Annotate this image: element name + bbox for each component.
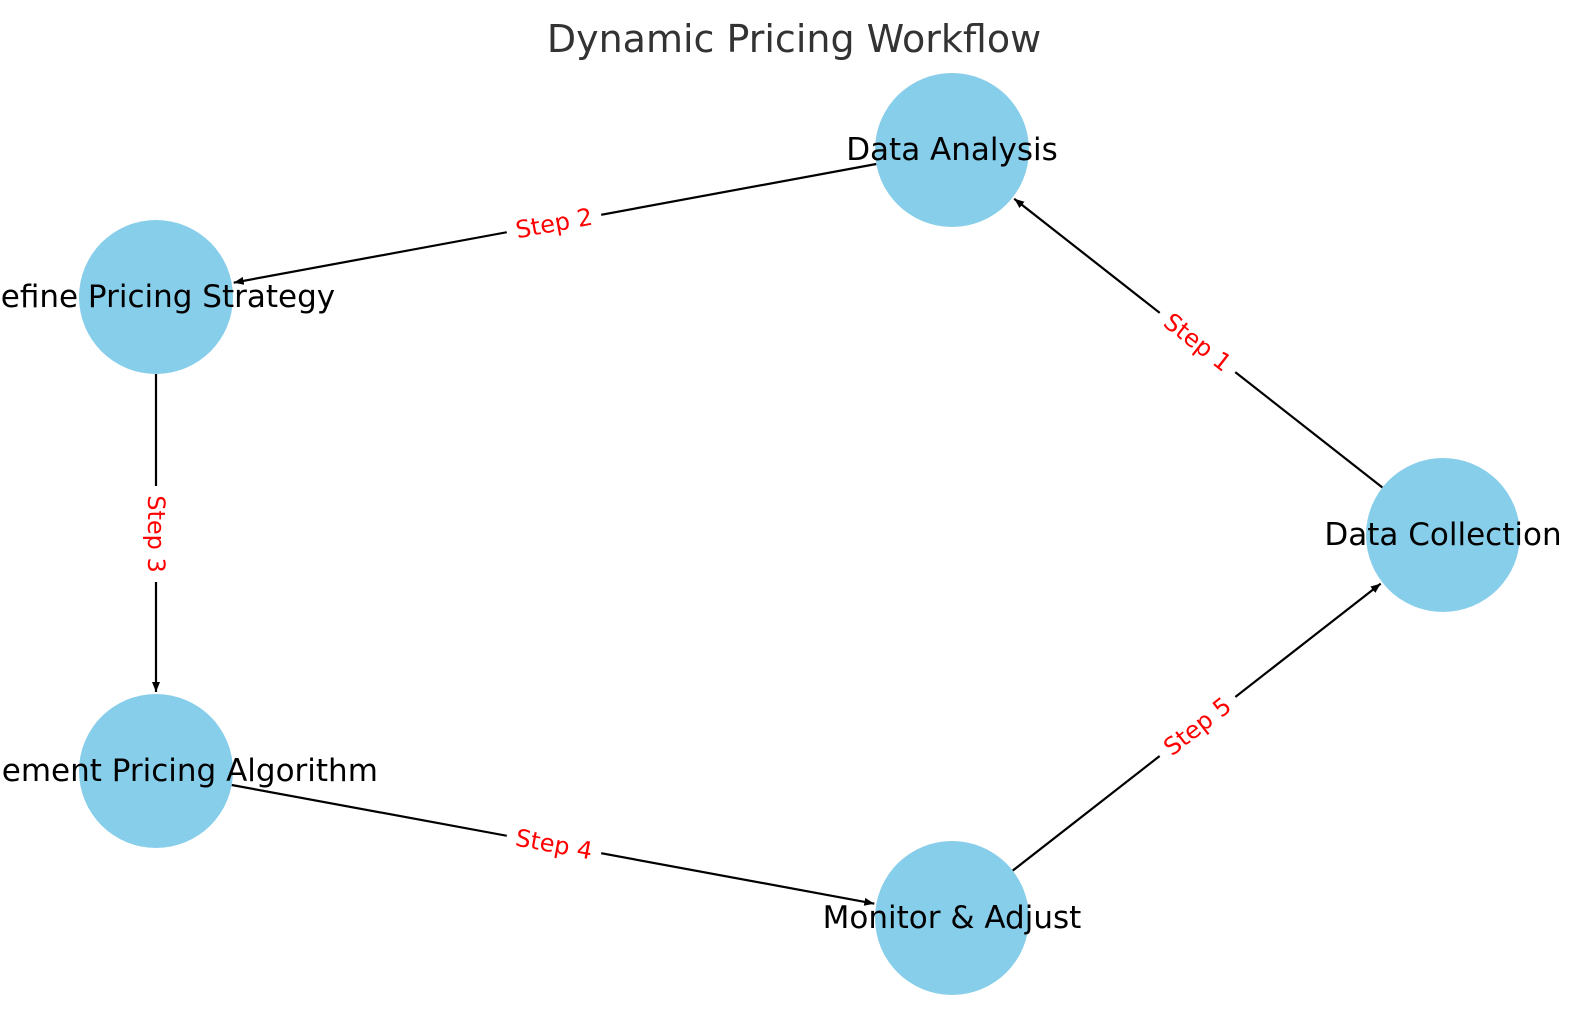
edge-label-background [139,486,173,582]
edge-label-3: Step 3 [142,495,170,573]
node-label: Data Analysis [846,132,1058,168]
node-circle [79,220,233,374]
node-data-collection: Data Collection [1324,458,1562,612]
edge-label-background [503,198,605,249]
node-monitor-adjust: Monitor & Adjust [823,841,1082,995]
edge-label-background [503,819,605,870]
node-circle [875,841,1029,995]
node-circle [1366,458,1520,612]
node-define-pricing-strategy: Define Pricing Strategy [0,220,335,374]
node-implement-pricing-algorithm: Implement Pricing Algorithm [0,694,378,848]
diagram-title: Dynamic Pricing Workflow [547,17,1041,61]
edge-label-background [1149,683,1246,770]
node-label: Define Pricing Strategy [0,279,335,315]
edge-label-group-3: Step 3 [139,486,173,582]
node-data-analysis: Data Analysis [846,73,1058,227]
node-circle [79,694,233,848]
edge-label-background [1149,299,1246,386]
node-label: Implement Pricing Algorithm [0,753,378,789]
node-label: Monitor & Adjust [823,900,1082,936]
node-label: Data Collection [1324,517,1561,553]
node-circle [875,73,1029,227]
